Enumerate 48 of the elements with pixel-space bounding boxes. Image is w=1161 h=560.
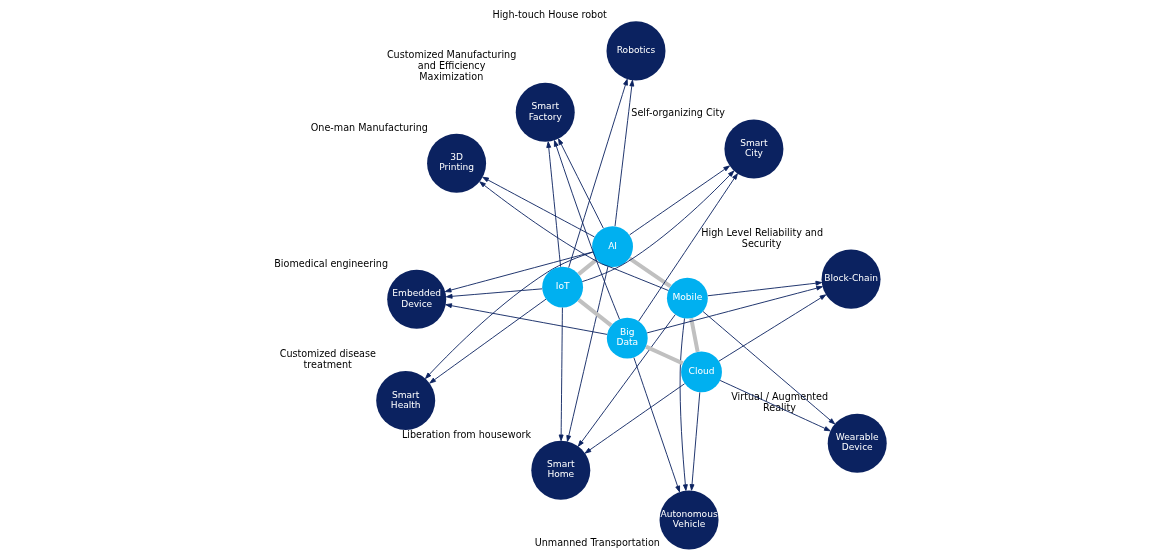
arrow bbox=[568, 78, 628, 269]
node-label: High-touch House robot bbox=[492, 9, 607, 21]
arrow bbox=[558, 307, 564, 442]
arrow bbox=[707, 280, 823, 297]
connector bbox=[577, 298, 613, 327]
arrow bbox=[479, 181, 669, 291]
arrow bbox=[444, 251, 594, 293]
node-circle: Big Data bbox=[606, 317, 648, 359]
node-label: Customized disease treatment bbox=[279, 348, 376, 370]
arrow bbox=[702, 311, 836, 425]
arrow bbox=[445, 288, 543, 299]
arrow bbox=[646, 285, 823, 334]
node-label: Unmanned Transportation bbox=[534, 537, 660, 549]
connector bbox=[689, 317, 700, 353]
node-label: Customized Manufacturing and Efficiency Maximization bbox=[386, 49, 517, 82]
arrow bbox=[425, 251, 594, 379]
node-circle: Mobile bbox=[666, 277, 708, 319]
arrow bbox=[584, 383, 685, 454]
arrow bbox=[546, 141, 562, 268]
arrow bbox=[553, 140, 620, 320]
node-label: High Level Reliability and Security bbox=[701, 226, 824, 249]
node-label: One-man Manufacturing bbox=[310, 121, 428, 133]
arrow bbox=[629, 165, 730, 236]
node-circle: IoT bbox=[542, 266, 584, 308]
arrow bbox=[633, 357, 681, 493]
arrow bbox=[718, 294, 827, 362]
arrow bbox=[482, 176, 595, 238]
node-circle: Smart Factory bbox=[515, 82, 575, 142]
connector bbox=[577, 257, 598, 276]
arrow bbox=[689, 391, 701, 491]
arrow bbox=[558, 138, 604, 229]
connector bbox=[645, 344, 684, 366]
arrow bbox=[638, 173, 738, 322]
arrow bbox=[445, 303, 608, 335]
node-circle: AI bbox=[592, 226, 633, 268]
node-label: Biomedical engineering bbox=[274, 257, 389, 269]
arrow bbox=[429, 298, 547, 384]
node-circle: Autonomous Vehicle bbox=[659, 490, 719, 550]
arrow bbox=[614, 79, 635, 227]
connector bbox=[628, 256, 672, 289]
node-circle: Cloud bbox=[681, 351, 722, 393]
arrow bbox=[581, 170, 735, 283]
node-circle: Embedded Device bbox=[387, 269, 447, 329]
node-circle: Robotics bbox=[606, 21, 666, 81]
node-label: Self-organizing City bbox=[631, 107, 725, 119]
node-label: Liberation from housework bbox=[401, 428, 532, 440]
arrow bbox=[566, 266, 609, 442]
arrow bbox=[679, 318, 688, 491]
